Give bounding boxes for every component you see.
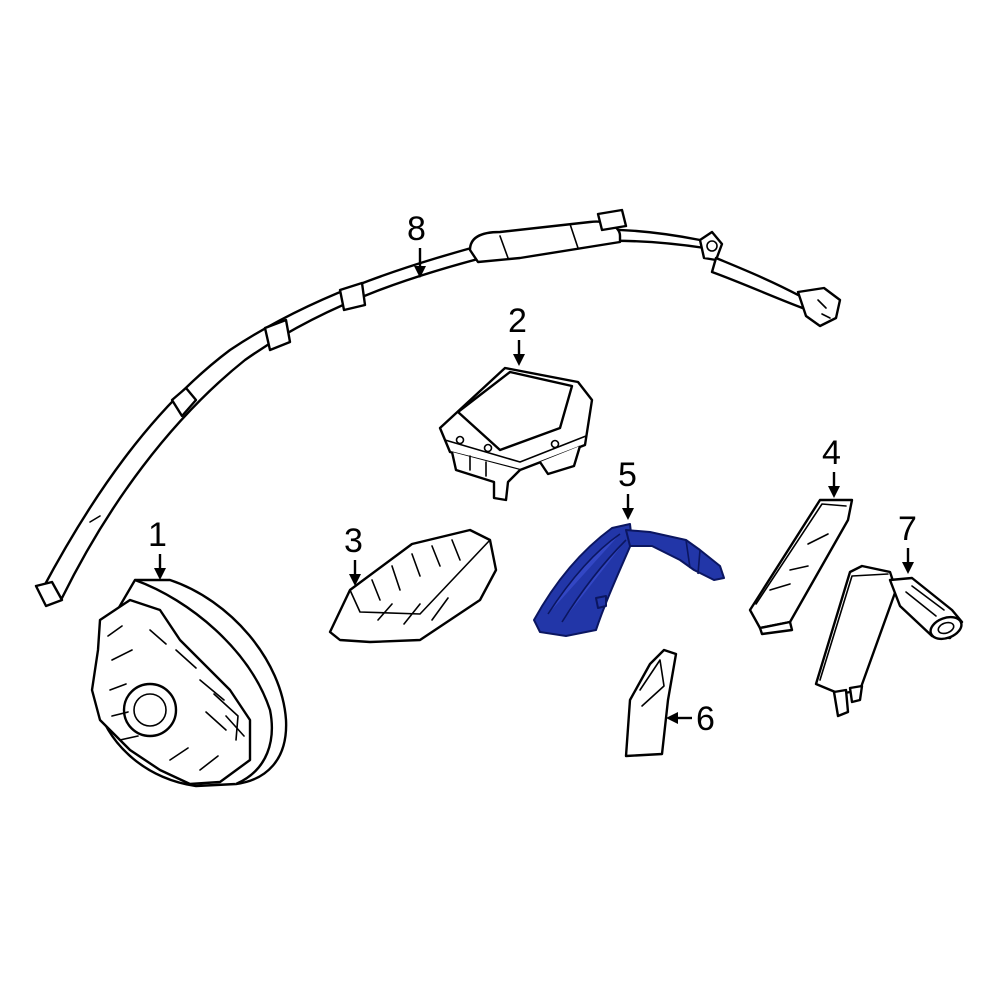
callout-4: 4 <box>822 434 841 472</box>
callout-1: 1 <box>148 516 167 554</box>
part-1-driver-airbag[interactable]: 1 <box>90 516 288 788</box>
callout-3: 3 <box>344 522 363 560</box>
callout-2: 2 <box>508 302 527 340</box>
callout-6: 6 <box>696 700 715 738</box>
part-4-seat-airbag[interactable]: 4 <box>748 434 854 636</box>
part-8-curtain-airbag[interactable]: 8 <box>34 208 842 608</box>
callout-7: 7 <box>898 510 917 548</box>
part-2-passenger-airbag[interactable]: 2 <box>438 302 594 502</box>
callout-8: 8 <box>407 210 426 248</box>
callout-5: 5 <box>618 456 637 494</box>
part-6-trim-cover[interactable]: 6 <box>624 648 715 758</box>
part-7-side-airbag-inflator[interactable]: 7 <box>814 510 964 718</box>
part-5-side-airbag-highlighted[interactable]: 5 <box>533 456 725 637</box>
part-3-knee-airbag[interactable]: 3 <box>328 522 498 644</box>
